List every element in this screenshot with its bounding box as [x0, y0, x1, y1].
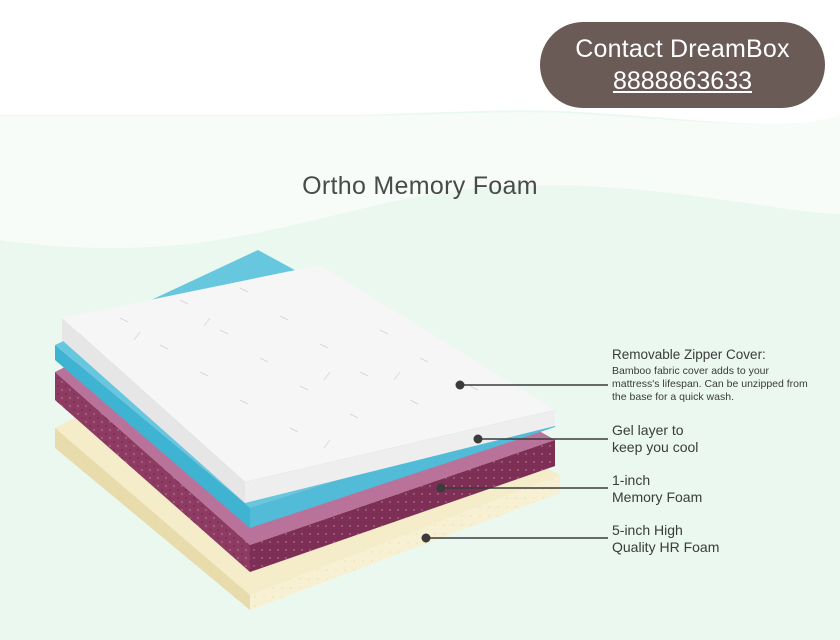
- contact-pill[interactable]: Contact DreamBox 8888863633: [540, 22, 825, 108]
- memory-foam-label: 1-inch Memory Foam: [612, 472, 812, 506]
- memory-foam-line1: 1-inch: [612, 472, 651, 488]
- gel-layer-line1: Gel layer to: [612, 422, 684, 438]
- memory-foam-line2: Memory Foam: [612, 489, 703, 505]
- zipper-cover-label: Removable Zipper Cover: Bamboo fabric co…: [612, 346, 812, 404]
- callout-lines: [421, 380, 608, 543]
- gel-layer-line2: keep you cool: [612, 439, 699, 455]
- contact-label: Contact DreamBox: [575, 35, 790, 63]
- product-title: Ortho Memory Foam: [302, 172, 538, 200]
- zipper-cover-layer: [62, 265, 555, 503]
- hr-foam-label: 5-inch High Quality HR Foam: [612, 522, 822, 556]
- gel-layer-label: Gel layer to keep you cool: [612, 422, 812, 456]
- hr-foam-line1: 5-inch High: [612, 522, 683, 538]
- hr-foam-line2: Quality HR Foam: [612, 539, 720, 555]
- contact-phone-link[interactable]: 8888863633: [612, 67, 753, 95]
- zipper-cover-heading: Removable Zipper Cover:: [612, 347, 766, 362]
- zipper-cover-description: Bamboo fabric cover adds to your mattres…: [612, 365, 808, 403]
